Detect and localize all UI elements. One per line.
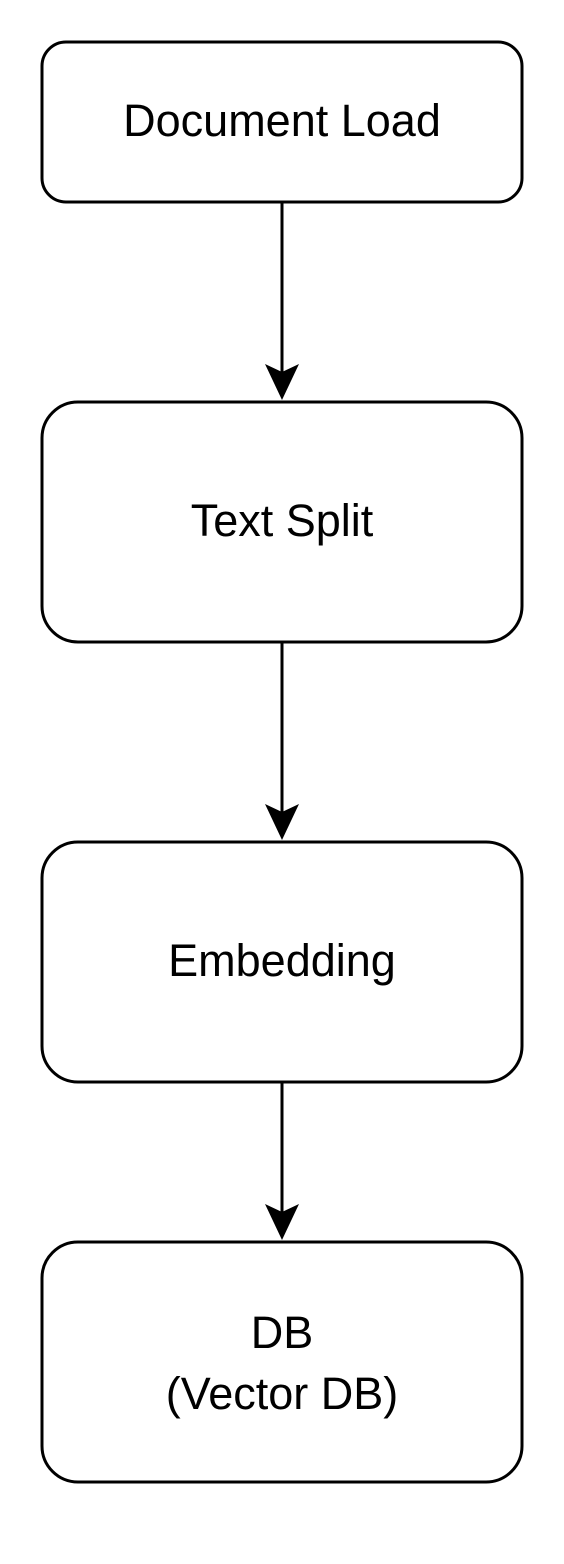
node-text-split[interactable]: Text Split (40, 400, 524, 644)
node-embedding[interactable]: Embedding (40, 840, 524, 1084)
edge-document-load-to-text-split (265, 202, 299, 400)
edge-text-split-to-embedding (265, 642, 299, 840)
edge-embedding-to-vector-db (265, 1082, 299, 1240)
node-text-split-label: Text Split (191, 495, 374, 546)
node-vector-db[interactable]: DB (Vector DB) (40, 1240, 524, 1484)
node-vector-db-label-line2: (Vector DB) (166, 1368, 399, 1419)
node-document-load[interactable]: Document Load (40, 40, 524, 204)
node-document-load-label: Document Load (123, 95, 441, 146)
node-embedding-label: Embedding (168, 935, 396, 986)
node-vector-db-label-line1: DB (251, 1307, 314, 1358)
